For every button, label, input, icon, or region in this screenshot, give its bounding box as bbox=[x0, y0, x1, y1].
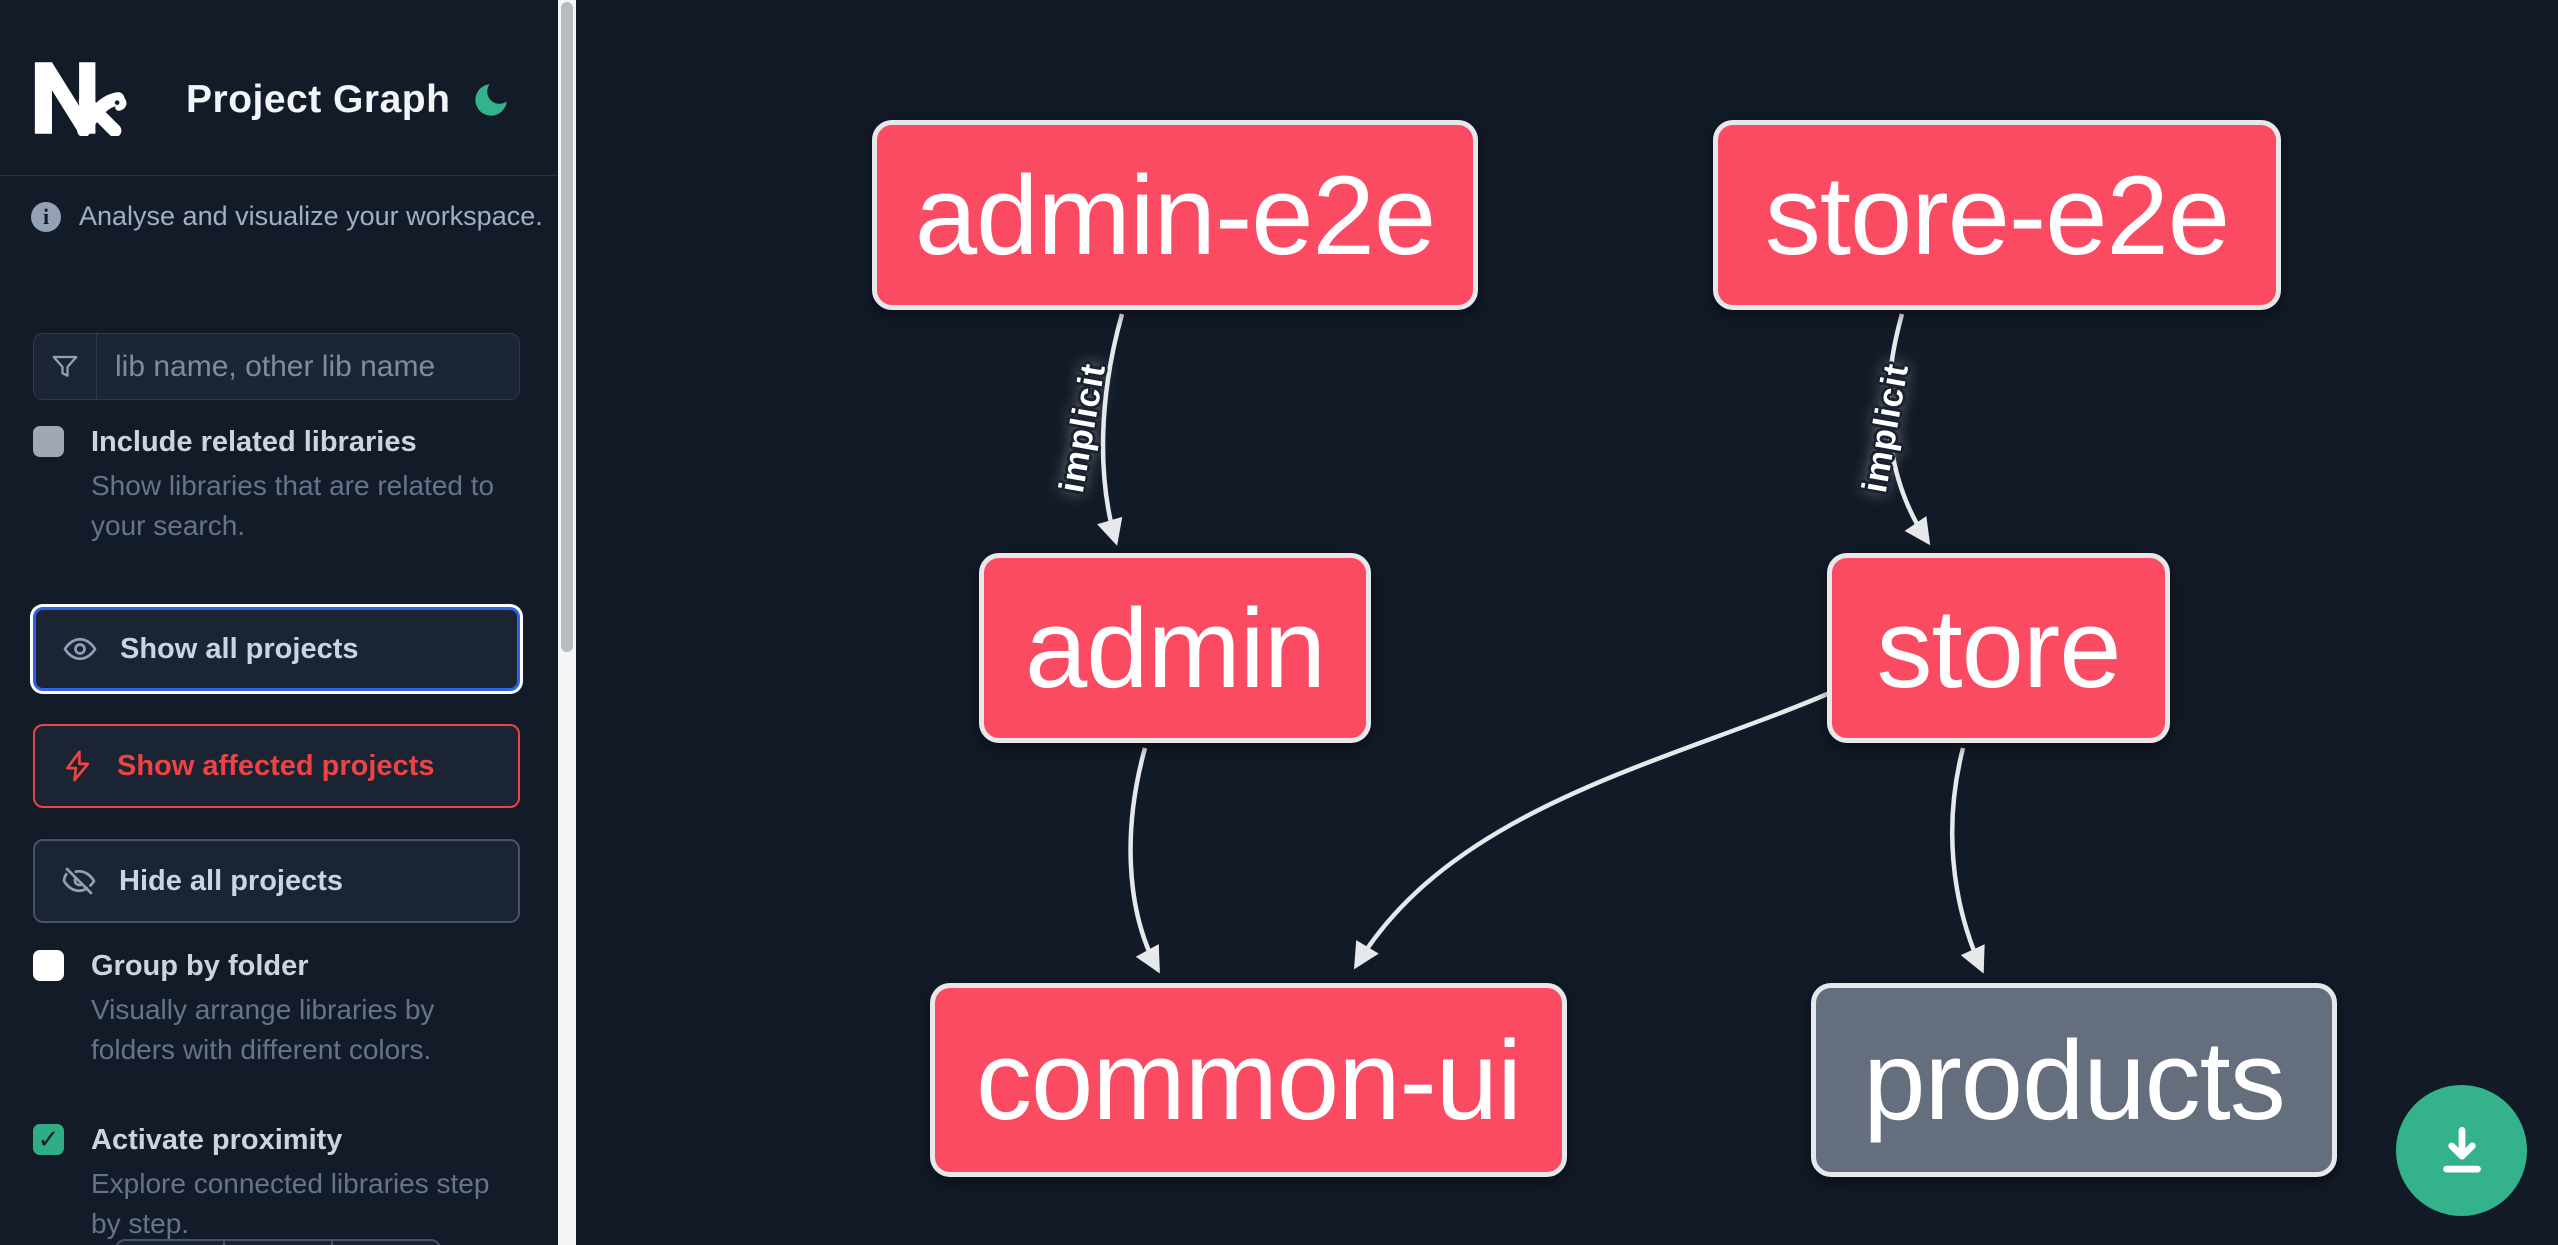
hide-all-projects-button[interactable]: Hide all projects bbox=[33, 839, 520, 923]
nx-logo-icon bbox=[34, 62, 127, 136]
proximity-value bbox=[223, 1241, 331, 1245]
show-affected-projects-label: Show affected projects bbox=[117, 749, 435, 782]
show-affected-projects-button[interactable]: Show affected projects bbox=[33, 724, 520, 808]
include-related-checkbox[interactable] bbox=[33, 426, 64, 457]
show-all-projects-label: Show all projects bbox=[120, 632, 359, 665]
proximity-hops-control bbox=[115, 1239, 441, 1245]
include-related-label: Include related libraries bbox=[91, 426, 417, 458]
activate-proximity-description: Explore connected libraries step by step… bbox=[91, 1168, 490, 1239]
graph-node-common-ui[interactable]: common-ui bbox=[930, 983, 1567, 1177]
workspace-info: i Analyse and visualize your workspace. bbox=[31, 201, 543, 232]
moon-icon[interactable] bbox=[470, 79, 512, 121]
proximity-decrement-button[interactable] bbox=[117, 1241, 223, 1245]
sidebar-header: Project Graph bbox=[0, 0, 558, 176]
page-title: Project Graph bbox=[186, 78, 451, 121]
filter-icon bbox=[34, 334, 97, 399]
group-by-folder-block: Group by folder Visually arrange librari… bbox=[33, 948, 533, 1070]
graph-node-store[interactable]: store bbox=[1827, 553, 2170, 743]
activate-proximity-checkbox[interactable]: ✓ bbox=[33, 1124, 64, 1155]
download-icon bbox=[2442, 1126, 2481, 1172]
info-icon: i bbox=[31, 201, 61, 232]
search-box bbox=[33, 333, 520, 400]
group-by-folder-label: Group by folder bbox=[91, 950, 309, 982]
graph-node-admin[interactable]: admin bbox=[979, 553, 1371, 743]
search-input[interactable] bbox=[97, 334, 519, 399]
sidebar-scrollbar-thumb[interactable] bbox=[561, 2, 573, 652]
graph-node-products[interactable]: products bbox=[1811, 983, 2337, 1177]
proximity-increment-button[interactable] bbox=[331, 1241, 439, 1245]
download-button[interactable] bbox=[2396, 1085, 2527, 1216]
graph-node-admin-e2e[interactable]: admin-e2e bbox=[872, 120, 1478, 310]
eye-icon bbox=[63, 637, 97, 661]
group-by-folder-description: Visually arrange libraries by folders wi… bbox=[91, 994, 435, 1065]
info-text: Analyse and visualize your workspace. bbox=[79, 201, 543, 231]
show-all-projects-button[interactable]: Show all projects bbox=[33, 607, 520, 691]
group-by-folder-checkbox[interactable] bbox=[33, 950, 64, 981]
sidebar-scrollbar[interactable] bbox=[558, 0, 576, 1245]
include-related-description: Show libraries that are related to your … bbox=[91, 470, 495, 541]
include-related-block: Include related libraries Show libraries… bbox=[33, 424, 533, 546]
hide-all-projects-label: Hide all projects bbox=[119, 864, 344, 897]
lightning-icon bbox=[66, 750, 90, 782]
graph-node-store-e2e[interactable]: store-e2e bbox=[1713, 120, 2281, 310]
activate-proximity-block: ✓ Activate proximity Explore connected l… bbox=[33, 1122, 533, 1244]
activate-proximity-label: Activate proximity bbox=[91, 1124, 343, 1156]
sidebar: Project Graph i Analyse and visualize yo… bbox=[0, 0, 558, 1245]
eye-off-icon bbox=[62, 867, 96, 895]
